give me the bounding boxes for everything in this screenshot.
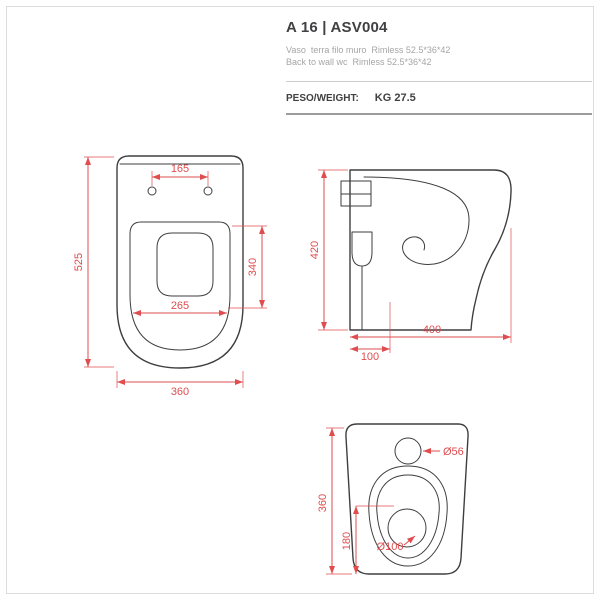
description-english: Back to wall wc Rimless 52.5*36*42 <box>286 57 432 67</box>
top-view-seat-outline <box>129 221 231 351</box>
header: A 16 | ASV004 Vaso terra filo muro Rimle… <box>286 19 592 115</box>
dimension-525: 525 <box>73 253 85 271</box>
header-divider-bottom <box>286 113 592 115</box>
dimension-360-height: 360 <box>317 494 329 512</box>
side-view-outer-outline <box>349 169 512 331</box>
weight-value: KG 27.5 <box>374 92 416 104</box>
dimension-inlet-diameter: Ø56 <box>443 446 464 458</box>
dimension-100: 100 <box>361 351 379 363</box>
rear-view-drawing <box>345 423 469 575</box>
side-view-bowl-profile <box>363 176 470 265</box>
model-code: A 16 | ASV004 <box>286 19 388 36</box>
dimension-340: 340 <box>247 258 259 276</box>
side-view-drawing <box>340 169 512 331</box>
header-divider-top <box>286 81 592 82</box>
side-view-outlet-elbow <box>351 231 373 267</box>
dimension-420: 420 <box>309 241 321 259</box>
dimension-360-width: 360 <box>171 386 189 398</box>
rear-view-dimensions: Ø56 360 180 Ø100 <box>317 427 464 575</box>
weight-row: PESO/WEIGHT: KG 27.5 <box>286 88 592 106</box>
water-inlet-hole <box>394 437 422 465</box>
rear-view-outer-outline <box>345 423 469 575</box>
rear-view-seat-outer <box>368 465 448 567</box>
dimension-outlet-diameter: Ø100 <box>377 541 404 553</box>
dimension-180: 180 <box>341 532 353 550</box>
top-view-dimensions: 165 525 340 265 360 <box>73 156 267 398</box>
dimension-165: 165 <box>171 163 189 175</box>
top-view-bowl-opening <box>156 232 214 297</box>
top-view-outer-outline <box>116 155 244 369</box>
weight-label: PESO/WEIGHT: <box>286 93 359 104</box>
dimension-400: 400 <box>423 324 441 336</box>
fixing-hole-right <box>203 186 213 196</box>
drain-outlet-hole <box>387 508 427 548</box>
top-view-drawing <box>116 155 244 369</box>
description-italian: Vaso terra filo muro Rimless 52.5*36*42 <box>286 45 451 55</box>
side-view-dimensions: 420 400 100 <box>309 169 512 363</box>
dimension-265: 265 <box>171 300 189 312</box>
fixing-hole-left <box>147 186 157 196</box>
rear-view-seat-inner <box>376 474 440 559</box>
